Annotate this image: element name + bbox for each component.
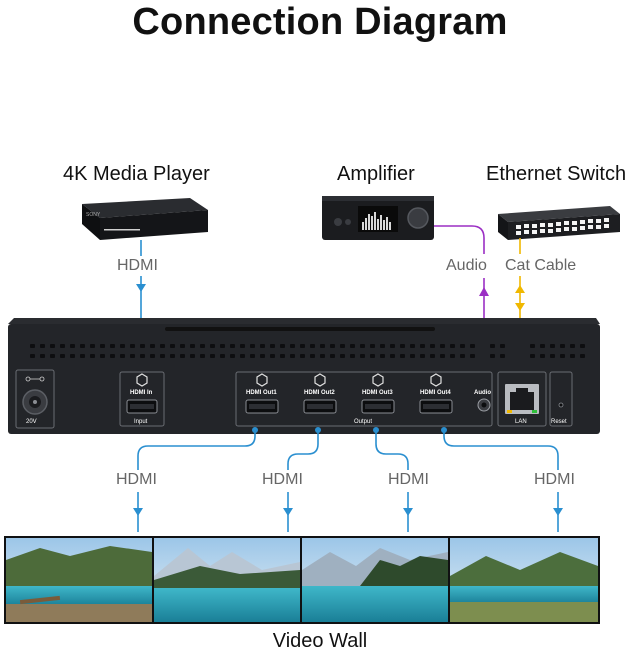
amplifier-label: Amplifier <box>337 163 415 185</box>
audio-link-label: Audio <box>446 257 487 274</box>
output-hdmi-label-2: HDMI <box>262 471 303 488</box>
hdmi-out4-label: HDMI Out4 <box>420 390 451 396</box>
output-hdmi-label-1: HDMI <box>116 471 157 488</box>
video-wall-label: Video Wall <box>272 630 368 652</box>
input-hdmi-label: HDMI <box>117 257 158 274</box>
ethernet-switch-device <box>498 206 620 240</box>
audio-port-label: Audio <box>474 390 491 396</box>
media-player-device: SONY <box>82 198 208 240</box>
amplifier-device <box>322 196 434 240</box>
video-panel-1 <box>6 538 152 622</box>
hdmi-out3-label: HDMI Out3 <box>362 390 393 396</box>
media-player-label: 4K Media Player <box>63 163 210 185</box>
hdmi-out1-label: HDMI Out1 <box>246 390 277 396</box>
output-hdmi-label-4: HDMI <box>534 471 575 488</box>
video-panel-3 <box>302 538 448 622</box>
video-panel-2 <box>154 538 300 622</box>
reset-label: Reset <box>551 419 567 425</box>
output-arrows <box>133 427 563 516</box>
output-group-label: Output <box>354 419 373 425</box>
hdmi-in-label: HDMI In <box>130 390 153 396</box>
power-label: 20V <box>26 419 37 425</box>
cat-cable-label: Cat Cable <box>505 257 577 274</box>
hdmi-out2-label: HDMI Out2 <box>304 390 335 396</box>
video-wall <box>4 536 600 624</box>
output-hdmi-links <box>137 430 559 532</box>
diagram-title: Connection Diagram <box>132 1 508 43</box>
ethernet-switch-label: Ethernet Switch <box>486 163 627 185</box>
video-panel-4 <box>450 538 598 622</box>
vent-holes <box>30 344 585 358</box>
lan-port-label: LAN <box>515 419 527 425</box>
input-group-label: Input <box>134 419 148 425</box>
output-hdmi-label-3: HDMI <box>388 471 429 488</box>
matrix-switch-device <box>8 318 600 434</box>
player-brand-mark: SONY <box>86 212 101 218</box>
